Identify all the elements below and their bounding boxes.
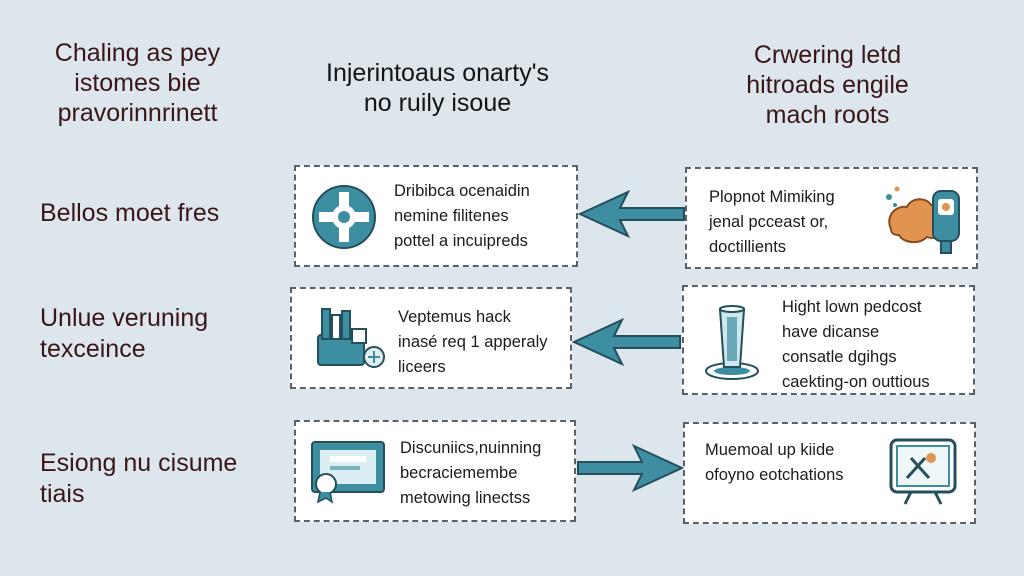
card-line: Plopnot Mimiking: [709, 188, 835, 206]
arrow-left-icon: [577, 189, 685, 239]
column-header-right: Crwering letd hitroads engile mach roots: [700, 40, 955, 130]
card-line: metowing linectss: [400, 489, 531, 507]
card-text: Muemoal up kiide ofoyno eotchations: [705, 438, 844, 488]
header-left-line: pravorinnrinett: [57, 99, 218, 127]
card-line: doctillients: [709, 238, 787, 256]
certificate-icon: [311, 441, 385, 504]
header-middle-line: Injerintoaus onarty's: [326, 59, 549, 87]
card-line: Veptemus hack: [398, 308, 511, 326]
header-left-line: Chaling as pey: [54, 39, 221, 67]
arrow-left-icon: [571, 317, 681, 367]
card-line: Muemoal up kiide: [705, 441, 835, 459]
row-label-line: Unlue veruning: [40, 304, 209, 332]
row-label: Esiong nu cisume tiais: [40, 448, 270, 510]
card-text: Plopnot Mimiking jenal pcceast or, docti…: [709, 185, 835, 260]
left-card: Dribibca ocenaidin nemine filitenes pott…: [294, 165, 578, 267]
card-line: jenal pcceast or,: [709, 213, 829, 231]
glass-cylinder-icon: [705, 305, 759, 380]
card-line: Hight lown pedcost: [782, 298, 922, 316]
card-text: Veptemus hack inasé req 1 apperaly licee…: [398, 305, 548, 380]
row-label-line: texceince: [40, 335, 146, 363]
column-header-middle: Injerintoaus onarty's no ruily isoue: [300, 58, 575, 118]
right-card: Muemoal up kiide ofoyno eotchations: [683, 422, 976, 524]
card-line: becraciemembe: [400, 464, 518, 482]
row-label-line: Bellos moet fres: [40, 199, 220, 227]
card-text: Dribibca ocenaidin nemine filitenes pott…: [394, 179, 530, 254]
card-line: nemine filitenes: [394, 207, 509, 225]
card-line: caekting-on outtious: [782, 373, 930, 391]
card-line: have dicanse: [782, 323, 880, 341]
card-line: Discuniics,nuinning: [400, 439, 542, 457]
header-left-line: istomes bie: [74, 69, 201, 97]
arrow-right-icon: [577, 443, 685, 493]
card-line: Dribibca ocenaidin: [394, 182, 530, 200]
column-header-left: Chaling as pey istomes bie pravorinnrine…: [30, 38, 245, 128]
header-right-line: mach roots: [765, 101, 890, 129]
header-right-line: hitroads engile: [746, 71, 909, 99]
left-card: Discuniics,nuinning becraciemembe metowi…: [294, 420, 576, 522]
row-label: Unlue veruning texceince: [40, 303, 270, 365]
card-line: liceers: [398, 358, 446, 376]
card-text: Hight lown pedcost have dicanse consatle…: [782, 295, 930, 395]
row-label: Bellos moet fres: [40, 198, 270, 229]
monitor-tools-icon: [889, 438, 957, 505]
gear-circle-icon: [312, 185, 376, 249]
row-label-line: tiais: [40, 480, 85, 508]
card-line: pottel a incuipreds: [394, 232, 528, 250]
brain-robot-icon: [886, 186, 960, 254]
row-label-line: Esiong nu cisume: [40, 449, 238, 477]
header-middle-line: no ruily isoue: [363, 89, 512, 117]
header-right-line: Crwering letd: [753, 41, 902, 69]
card-line: inasé req 1 apperaly: [398, 333, 548, 351]
card-line: consatle dgihgs: [782, 348, 897, 366]
left-card: Veptemus hack inasé req 1 apperaly licee…: [290, 287, 572, 389]
card-line: ofoyno eotchations: [705, 466, 844, 484]
card-text: Discuniics,nuinning becraciemembe metowi…: [400, 436, 541, 511]
toolbox-icon: [317, 308, 385, 368]
right-card: Plopnot Mimiking jenal pcceast or, docti…: [685, 167, 978, 269]
right-card: Hight lown pedcost have dicanse consatle…: [682, 285, 975, 395]
